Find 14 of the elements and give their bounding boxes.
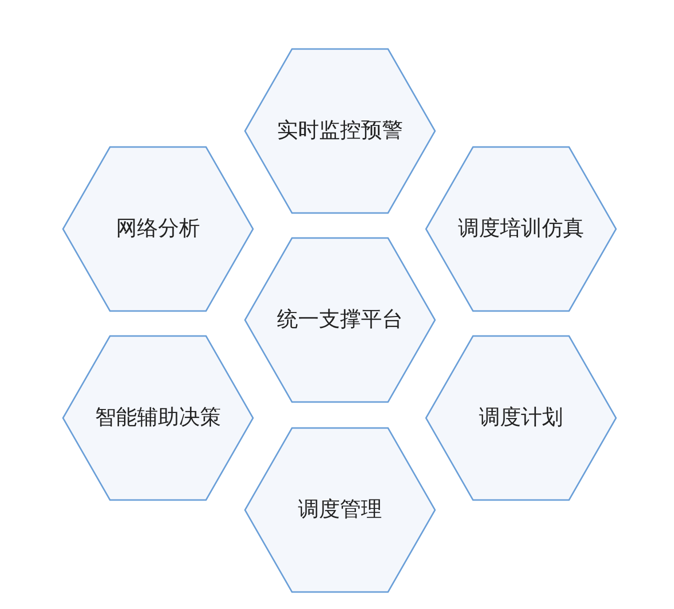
hexagon-label: 调度培训仿真 bbox=[458, 216, 584, 242]
hexagon-label: 网络分析 bbox=[116, 216, 200, 242]
hexagon-label: 实时监控预警 bbox=[277, 118, 403, 144]
hexagon bbox=[425, 335, 617, 501]
hexagon bbox=[425, 146, 617, 312]
hexagon-label: 调度管理 bbox=[298, 497, 382, 523]
hexagon bbox=[62, 335, 254, 501]
hexagon bbox=[244, 48, 436, 214]
hexagon-label: 统一支撑平台 bbox=[277, 307, 403, 333]
hexagon-label: 智能辅助决策 bbox=[95, 405, 221, 431]
hexagon bbox=[244, 427, 436, 593]
hexagon-label: 调度计划 bbox=[479, 405, 563, 431]
hexagon bbox=[244, 237, 436, 403]
hexagon bbox=[62, 146, 254, 312]
